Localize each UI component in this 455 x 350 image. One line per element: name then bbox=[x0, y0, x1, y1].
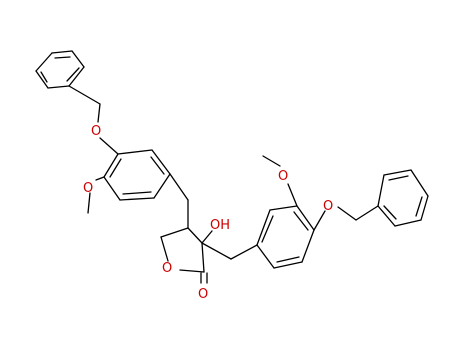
bond-methoxy-methyl-left bbox=[87, 192, 91, 214]
benzyl-ring-right bbox=[377, 169, 429, 227]
bond-c3-ch2 bbox=[201, 242, 232, 260]
bond-c3-hydroxyl bbox=[201, 230, 213, 244]
bond-ch2-aryl-right bbox=[230, 244, 258, 260]
oxygen-methoxy-right-label: O bbox=[278, 169, 288, 184]
bond-benzyl-ch2-left bbox=[68, 85, 101, 105]
bond-oxygen-ch2-right bbox=[337, 206, 357, 221]
aryl-ring-left bbox=[103, 149, 171, 201]
bond-ch2-benzyl-right bbox=[355, 205, 379, 221]
oxygen-benzyloxy-left-label: O bbox=[91, 124, 101, 139]
oxygen-benzyloxy-right-label: O bbox=[323, 199, 333, 214]
benzyl-ring-left bbox=[35, 50, 85, 89]
bond-methoxy-methyl-right bbox=[262, 155, 281, 167]
oxygen-methoxy-left-label: O bbox=[83, 181, 93, 196]
oxygen-ring-label: O bbox=[162, 261, 172, 276]
bond-aryl-ch2-left bbox=[169, 173, 189, 201]
oxygen-carbonyl-label: O bbox=[198, 287, 208, 302]
bond-oxygen-aryl-left bbox=[99, 137, 119, 155]
bond-aryl-oxygen-benzyloxy-right bbox=[313, 210, 326, 231]
bond-aryl-oxygen-methoxy-right bbox=[287, 183, 298, 207]
aryl-ring-right bbox=[256, 205, 315, 269]
bond-aryl-oxygen-methoxy-left bbox=[95, 176, 105, 181]
lactone-ring bbox=[160, 227, 205, 273]
bond-ch2-oxygen-left bbox=[97, 103, 101, 123]
hydroxyl-label: OH bbox=[210, 218, 230, 233]
